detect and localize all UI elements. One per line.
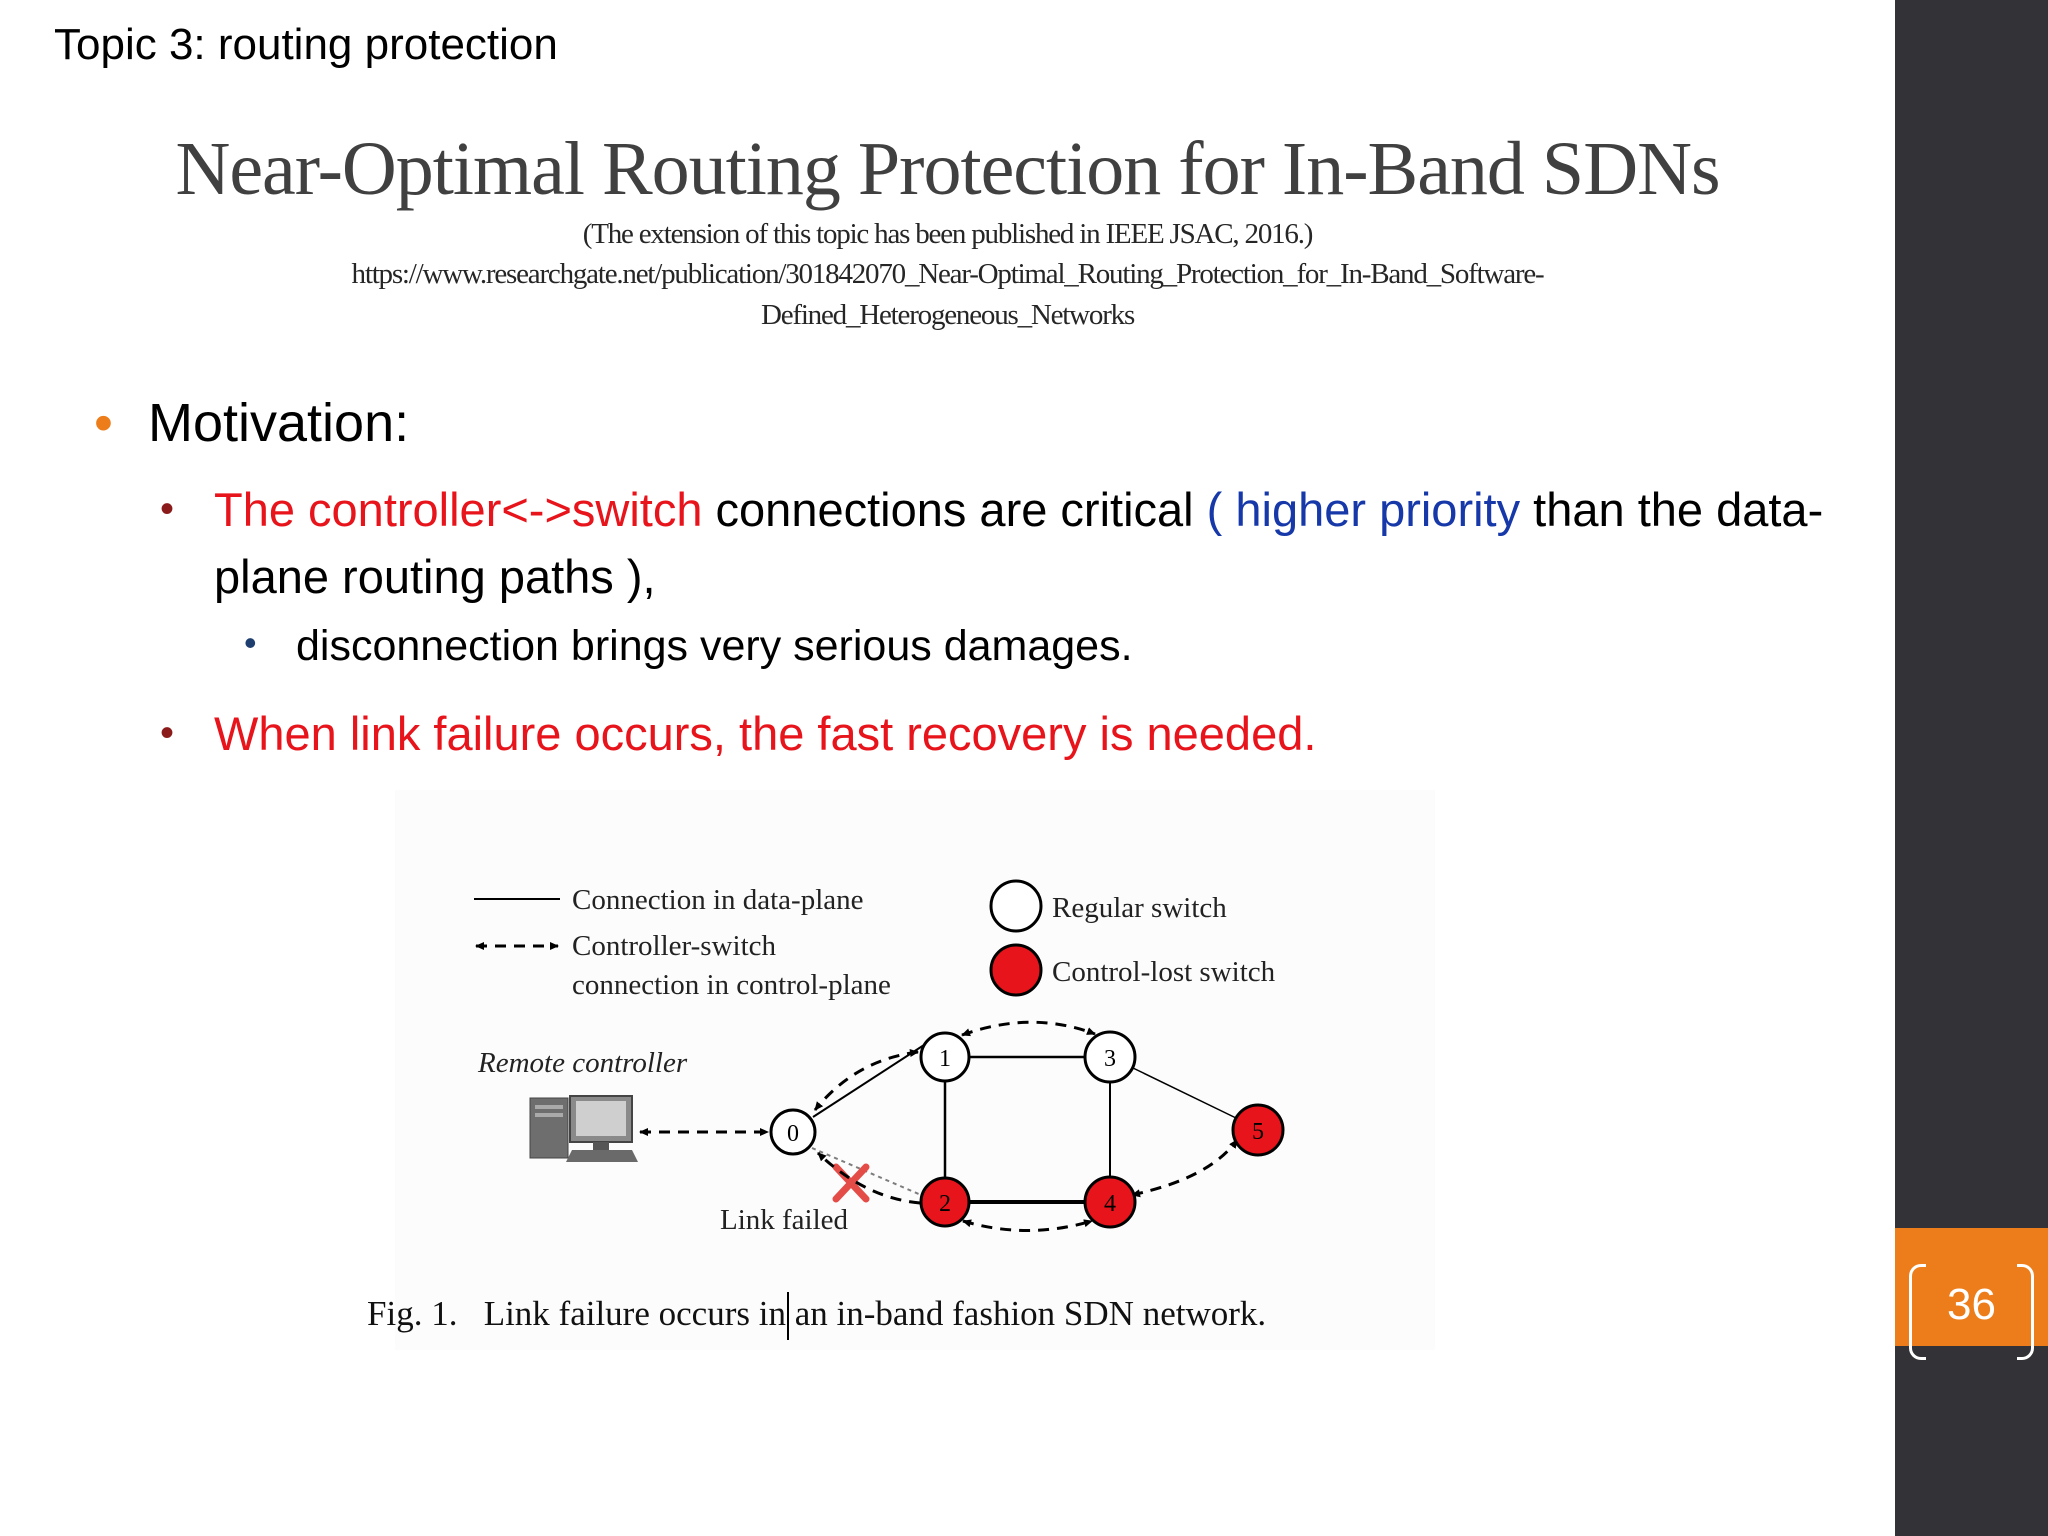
legend-controller-switch-label: Controller-switch [572,930,776,962]
legend-regular-switch-label: Regular switch [1052,892,1227,924]
legend-control-lost-switch-icon [989,943,1043,997]
fast-recovery-text: When link failure occurs, the fast recov… [214,707,1317,760]
svg-text:2: 2 [939,1191,951,1217]
node-0: 0 [769,1108,817,1156]
svg-text:3: 3 [1104,1046,1116,1072]
network-figure: Connection in data-plane Controller-swit… [367,879,1285,1340]
legend-control-plane-label: connection in control-plane [572,969,891,1001]
publication-note: (The extension of this topic has been pu… [582,218,1314,250]
legend-data-plane-label: Connection in data-plane [572,884,864,916]
link-failed-label: Link failed [720,1204,849,1236]
page-number: 36 [1947,1280,1996,1329]
node-2: 2 [919,1176,971,1228]
higher-priority-text: ( higher priority [1206,483,1521,536]
legend-regular-switch-icon [989,879,1043,933]
node-4: 4 [1083,1175,1137,1229]
bullet-dot: • [160,487,175,531]
data-plane-text: than the data-plane routing paths ), [214,483,1824,603]
disconnection-text: disconnection brings very serious damage… [296,622,1133,670]
topic-label: Topic 3: routing protection [54,20,558,69]
svg-text:1: 1 [939,1046,951,1072]
bullet-motivation-label: Motivation: [148,393,410,453]
publication-url-line2[interactable]: Defined_Heterogeneous_Networks [760,299,1135,331]
slide: Topic 3: routing protection Near-Optimal… [54,20,1824,1340]
node-5: 5 [1231,1103,1285,1157]
bullet-dot: • [160,711,175,755]
page-title: Near-Optimal Routing Protection for In-B… [175,127,1720,211]
page-number-box: 36 [1895,1228,2048,1360]
node-3: 3 [1083,1030,1137,1084]
controller-switch-text: The controller<->switch [214,483,703,536]
bullet-dot: • [94,393,113,453]
figure-caption: Fig. 1. Link failure occurs in an in-ban… [367,1294,1266,1333]
remote-controller-label: Remote controller [477,1047,688,1079]
legend-control-lost-label: Control-lost switch [1052,956,1276,988]
right-bracket-icon [2017,1264,2034,1360]
svg-text:4: 4 [1104,1191,1116,1217]
connections-critical-text: connections are critical [702,483,1207,536]
node-1: 1 [919,1031,971,1083]
publication-url-line1[interactable]: https://www.researchgate.net/publication… [351,258,1545,290]
svg-text:5: 5 [1252,1119,1264,1145]
computer-icon [529,1095,638,1162]
left-bracket-icon [1909,1264,1926,1360]
svg-text:0: 0 [787,1121,799,1147]
bullet-dot: • [244,622,257,663]
